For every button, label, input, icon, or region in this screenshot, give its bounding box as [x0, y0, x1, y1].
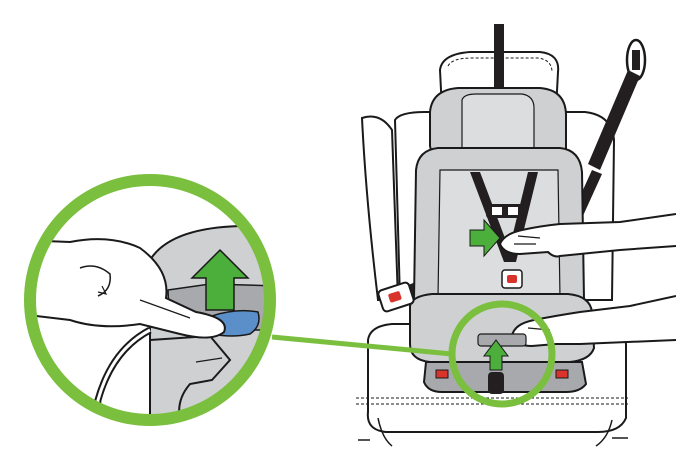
arrow-up-icon: [190, 248, 250, 311]
hand-icon: [498, 213, 676, 258]
arrow-right-icon: [469, 218, 501, 258]
seat-belt-buckle-icon: [377, 281, 415, 313]
callout-connector: [271, 334, 453, 357]
detail-zoom-view: [24, 174, 276, 426]
